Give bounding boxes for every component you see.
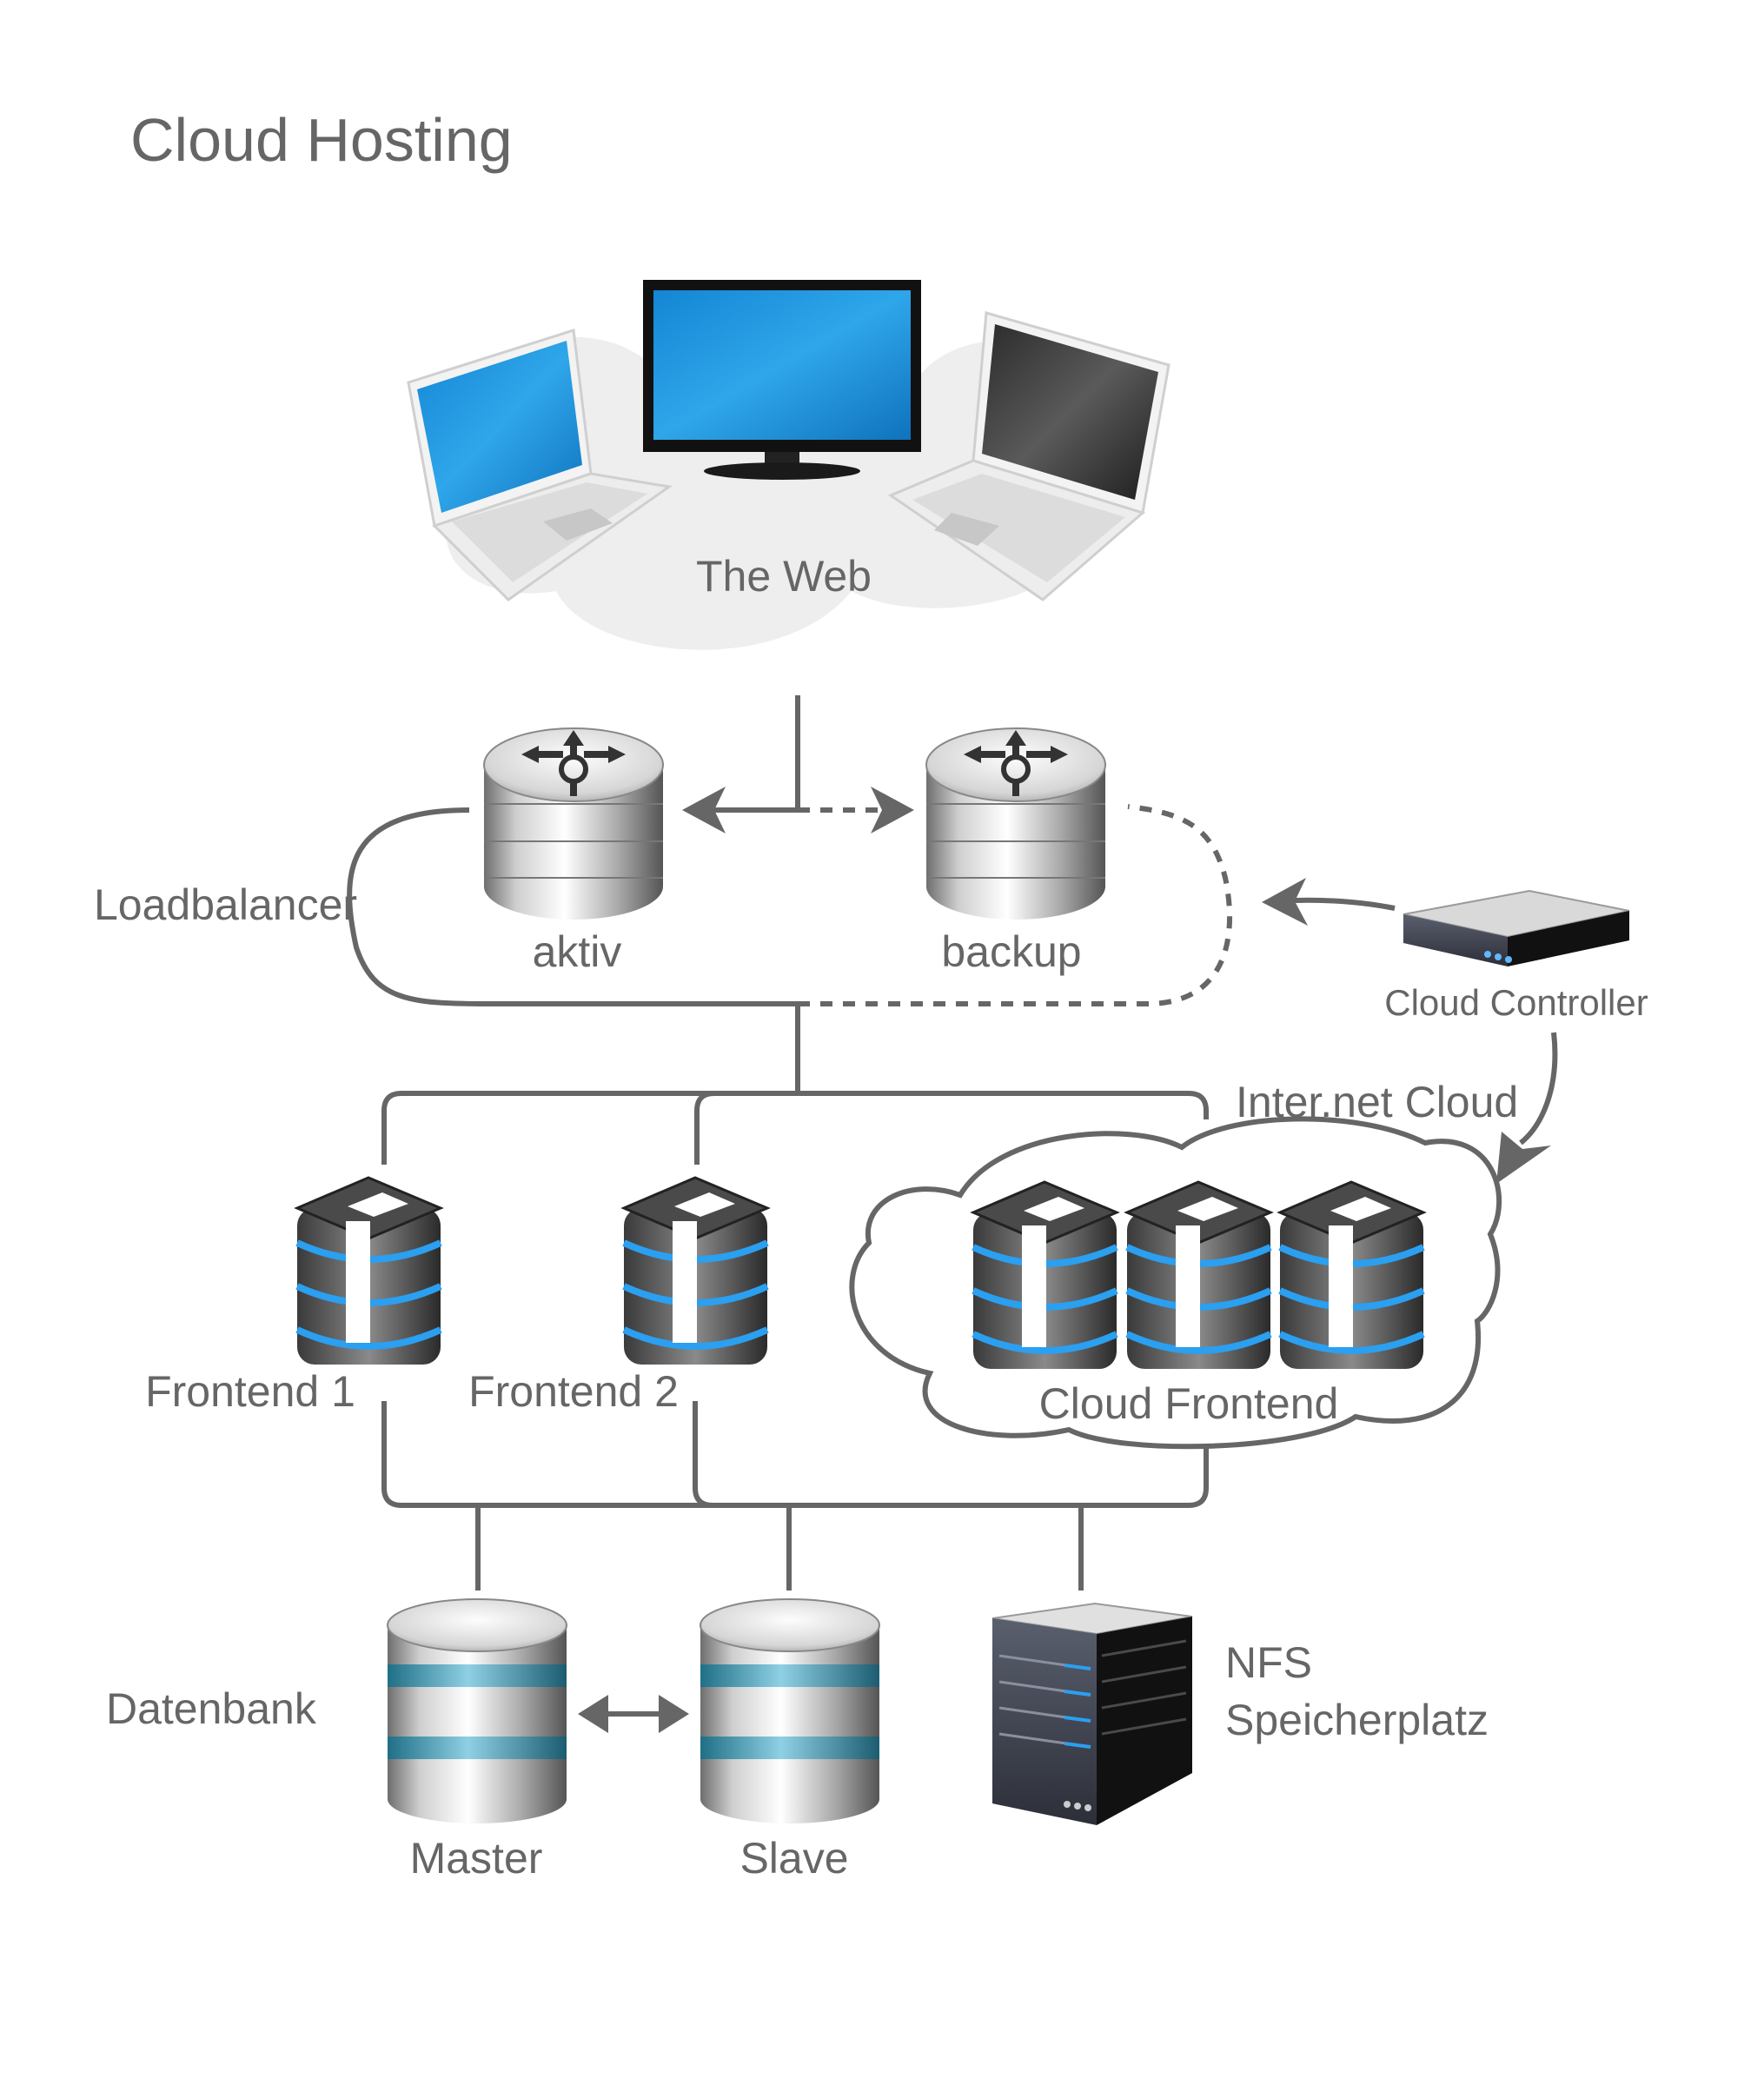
controller-to-cloud-connector bbox=[1519, 1032, 1558, 1146]
desktop-monitor-icon bbox=[643, 280, 921, 480]
cloud-controller-icon bbox=[1403, 889, 1630, 966]
web-to-lb-connector bbox=[713, 695, 800, 813]
arrow-controller-to-cloud-icon bbox=[1496, 1132, 1551, 1184]
nfs-label-line1: NFS bbox=[1225, 1638, 1312, 1687]
frontend-1-icon bbox=[294, 1176, 444, 1365]
laptop-right-icon bbox=[887, 311, 1170, 601]
cloud-frontend-server-1-icon bbox=[970, 1180, 1120, 1369]
cloud-frontend-server-3-icon bbox=[1277, 1180, 1427, 1369]
datenbank-label: Datenbank bbox=[106, 1684, 317, 1733]
arrow-controller-to-lb-icon bbox=[1262, 878, 1308, 926]
replication-arrow-icon bbox=[578, 1695, 689, 1733]
arrow-to-aktiv-icon bbox=[682, 787, 726, 833]
cloud-controller-label: Cloud Controller bbox=[1384, 982, 1648, 1023]
master-label: Master bbox=[410, 1834, 543, 1883]
frontend-1-label: Frontend 1 bbox=[145, 1367, 355, 1416]
db-slave-icon bbox=[700, 1598, 880, 1823]
lb-backup-loop bbox=[798, 804, 1232, 1006]
router-aktiv-icon bbox=[483, 727, 664, 920]
frontend-2-icon bbox=[620, 1176, 771, 1365]
controller-to-lb-connector bbox=[1294, 897, 1396, 911]
frontend-2-label: Frontend 2 bbox=[468, 1367, 679, 1416]
frontend-bus bbox=[381, 1004, 1209, 1591]
loadbalancer-label: Loadbalancer bbox=[94, 880, 357, 929]
lb-active-loop bbox=[347, 807, 798, 1006]
web-label: The Web bbox=[696, 552, 872, 601]
slave-label: Slave bbox=[739, 1834, 848, 1883]
page-title: Cloud Hosting bbox=[130, 106, 513, 174]
aktiv-label: aktiv bbox=[533, 927, 622, 976]
db-master-icon bbox=[387, 1598, 567, 1823]
laptop-left-icon bbox=[407, 329, 673, 601]
cloud-frontend-label: Cloud Frontend bbox=[1039, 1379, 1339, 1428]
backup-label: backup bbox=[941, 927, 1081, 976]
cloud-frontend-server-2-icon bbox=[1124, 1180, 1274, 1369]
web-cloud-shape bbox=[428, 335, 1144, 650]
nfs-storage-icon bbox=[991, 1602, 1193, 1825]
router-backup-icon bbox=[925, 727, 1106, 920]
web-cloud bbox=[428, 335, 1144, 650]
arrow-to-backup-icon bbox=[871, 787, 914, 833]
nfs-label-line2: Speicherplatz bbox=[1225, 1696, 1489, 1744]
